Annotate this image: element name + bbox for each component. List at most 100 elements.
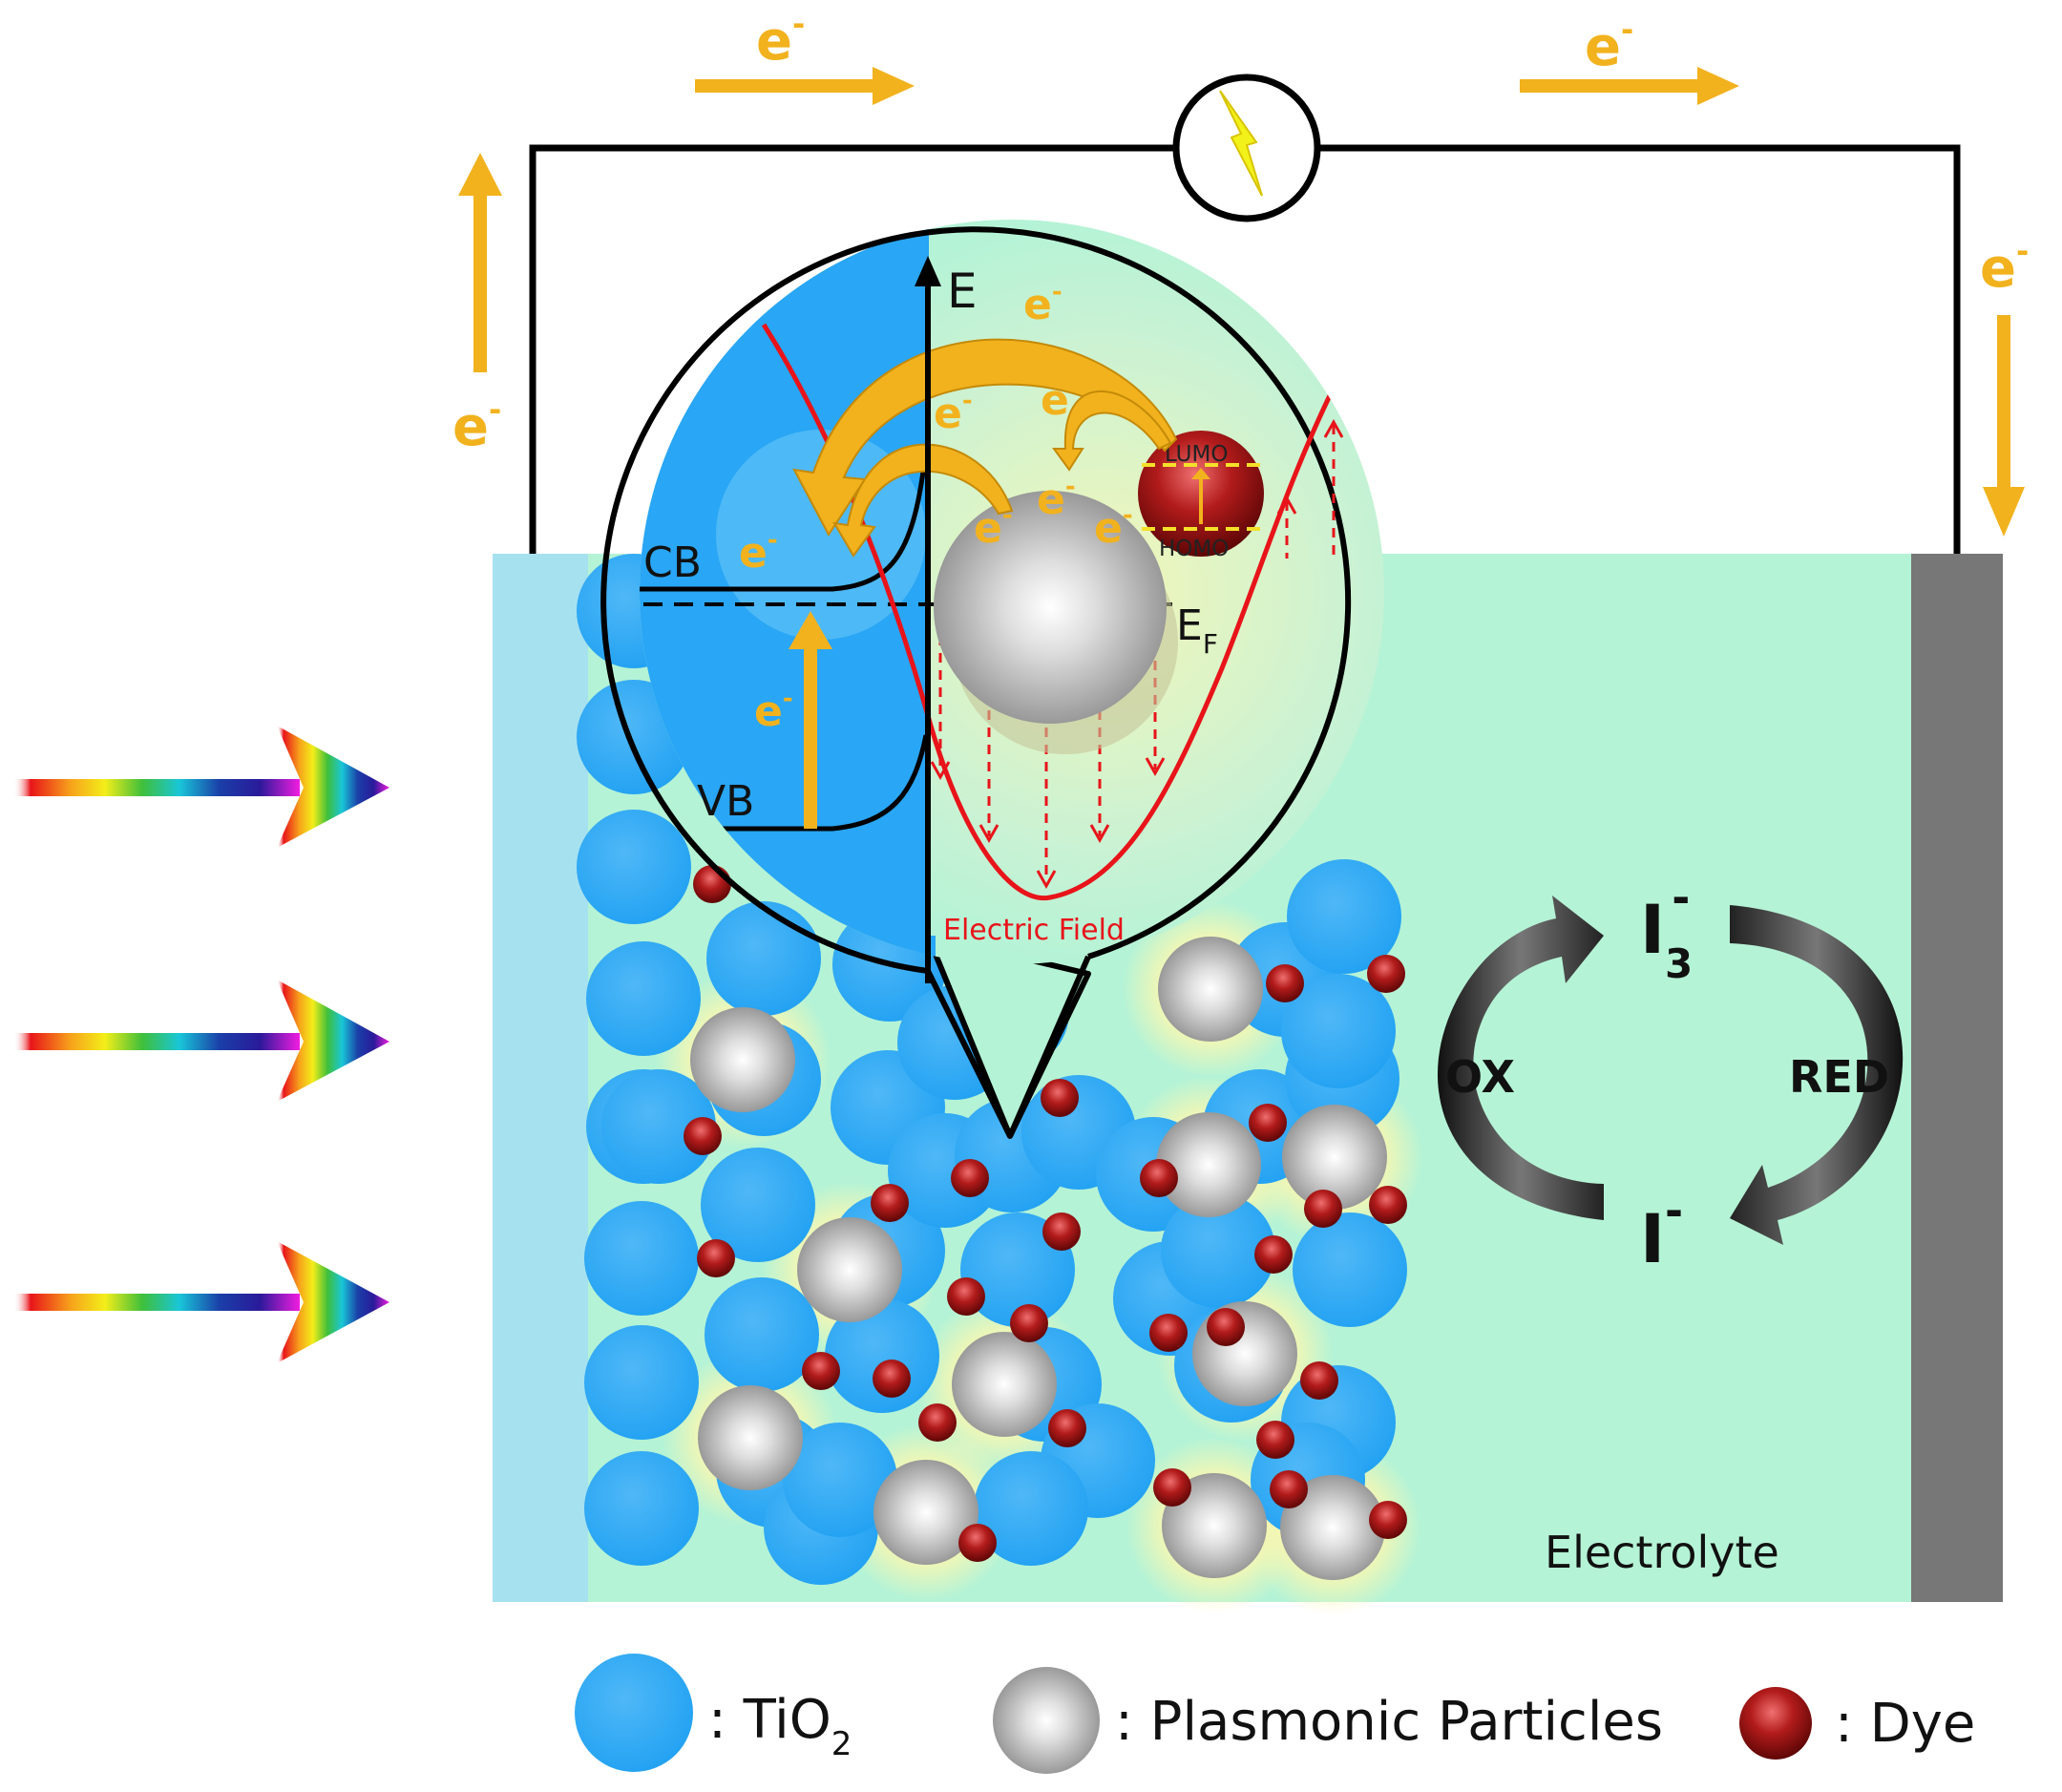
dye-molecule bbox=[947, 1277, 985, 1316]
tio2-particle bbox=[701, 1148, 815, 1262]
tio2-particle bbox=[601, 1069, 716, 1184]
dye-molecule bbox=[1266, 964, 1304, 1002]
plasmonic-particle bbox=[1282, 1105, 1387, 1210]
electron-labels-external: e- e- e- e- bbox=[452, 6, 2029, 458]
incident-light-arrows bbox=[13, 726, 389, 1363]
light-arrow bbox=[13, 980, 389, 1102]
dye-molecule bbox=[1256, 1421, 1294, 1459]
field-arrowheads bbox=[930, 418, 1344, 890]
dye-molecule bbox=[918, 1403, 957, 1442]
mesoporous-layer bbox=[577, 554, 1422, 1615]
tio2-particle bbox=[825, 1298, 939, 1413]
tio2-particle bbox=[577, 810, 691, 924]
tio2-particle bbox=[705, 1277, 819, 1392]
dye-molecule bbox=[1042, 1212, 1081, 1251]
iodide-label: I- bbox=[1640, 1185, 1683, 1278]
tio2-particle bbox=[1293, 1212, 1407, 1327]
triiodide-label: I3- bbox=[1640, 872, 1693, 987]
dye-molecule bbox=[1207, 1308, 1245, 1346]
dye-molecule bbox=[958, 1524, 997, 1562]
homo-label: HOMO bbox=[1159, 537, 1229, 561]
svg-text:e-: e- bbox=[1041, 373, 1080, 425]
ox-label: OX bbox=[1445, 1051, 1515, 1103]
dye-molecule bbox=[1367, 955, 1405, 993]
svg-text:e-: e- bbox=[1037, 473, 1076, 524]
bubble-plasmonic-particle bbox=[934, 491, 1167, 724]
electron-arrows-external bbox=[458, 67, 2025, 537]
electron-transfer-arrows bbox=[789, 338, 1178, 829]
dye-molecule bbox=[873, 1360, 911, 1398]
counter-electrode bbox=[1911, 554, 2003, 1602]
svg-text:e-: e- bbox=[974, 501, 1013, 553]
svg-text:e-: e- bbox=[756, 6, 805, 73]
dye-molecule bbox=[1249, 1104, 1287, 1142]
tio2-particle bbox=[1281, 974, 1396, 1088]
plasmonic-particle bbox=[1162, 1473, 1267, 1578]
svg-text:e-: e- bbox=[1094, 501, 1133, 553]
dye-molecule bbox=[1254, 1235, 1293, 1274]
dye-molecule bbox=[1153, 1468, 1191, 1507]
red-label: RED bbox=[1789, 1051, 1889, 1103]
electric-field-label: Electric Field bbox=[943, 914, 1125, 947]
external-circuit-wire bbox=[529, 144, 1961, 554]
light-arrow bbox=[13, 726, 389, 848]
dye-molecule bbox=[1010, 1304, 1048, 1342]
vb-label: VB bbox=[697, 777, 754, 826]
dye-molecule bbox=[1369, 1186, 1407, 1224]
dye-molecule bbox=[802, 1352, 840, 1390]
svg-text:e-: e- bbox=[1023, 278, 1063, 329]
legend-tio2-label: : TiO2 bbox=[708, 1689, 852, 1763]
conduction-band-edge bbox=[640, 448, 929, 592]
vb-to-cb-arrow bbox=[789, 611, 832, 829]
dye-molecule bbox=[1369, 1501, 1407, 1539]
legend-dye-label: : Dye bbox=[1835, 1693, 1975, 1755]
dye-molecule bbox=[693, 865, 731, 903]
tio2-particle bbox=[1161, 1193, 1275, 1308]
plasmonic-particle bbox=[690, 1007, 795, 1112]
energy-axis-label: E bbox=[947, 264, 978, 319]
oxidation-arrow bbox=[1437, 896, 1604, 1220]
svg-text:e-: e- bbox=[739, 526, 778, 578]
dye-molecule bbox=[1304, 1190, 1342, 1228]
plasmonic-particle bbox=[797, 1217, 902, 1322]
tio2-particle bbox=[1287, 859, 1401, 974]
lightning-icon bbox=[1219, 90, 1263, 197]
plasmonic-particle bbox=[1192, 1301, 1297, 1406]
svg-text:e-: e- bbox=[452, 391, 501, 458]
tio2-particle bbox=[706, 901, 821, 1016]
svg-text:e-: e- bbox=[934, 387, 973, 438]
svg-text:e-: e- bbox=[1585, 11, 1633, 78]
plasmonic-particle bbox=[698, 1385, 803, 1490]
plasmonic-particle bbox=[1280, 1475, 1385, 1580]
tio2-particle bbox=[974, 1451, 1088, 1566]
dye-molecule bbox=[1149, 1314, 1188, 1352]
dye-molecule bbox=[1048, 1409, 1086, 1447]
plasmonic-particle bbox=[1158, 937, 1263, 1042]
dye-molecule bbox=[871, 1184, 909, 1222]
dye-molecule bbox=[951, 1159, 989, 1197]
bubble-electron-labels: e- e- e- e- e- e- e- e- bbox=[739, 278, 1133, 736]
plasmonic-particle bbox=[1156, 1112, 1261, 1217]
fermi-level-label: EF bbox=[1176, 601, 1218, 660]
reduction-arrow bbox=[1730, 905, 1904, 1245]
dye-molecule bbox=[1300, 1361, 1338, 1400]
plasmonic-particle bbox=[952, 1332, 1057, 1437]
dye-molecule bbox=[1041, 1079, 1079, 1117]
valence-band-edge bbox=[708, 734, 929, 832]
lumo-label: LUMO bbox=[1165, 442, 1228, 467]
fto-glass bbox=[493, 554, 588, 1602]
tio2-particle bbox=[584, 1325, 699, 1440]
plasmonic-particle bbox=[873, 1460, 978, 1565]
svg-text:e-: e- bbox=[1980, 233, 2029, 300]
redox-cycle: I3- I- OX RED bbox=[1437, 872, 1904, 1278]
electrolyte-label: Electrolyte bbox=[1545, 1527, 1779, 1578]
energy-axis-arrowhead bbox=[915, 256, 941, 286]
light-arrow bbox=[13, 1241, 389, 1363]
legend-dye-swatch bbox=[1739, 1687, 1812, 1760]
legend-plasmonic-label: : Plasmonic Particles bbox=[1115, 1691, 1663, 1753]
tio2-particle bbox=[783, 1423, 897, 1537]
cb-label: CB bbox=[643, 538, 702, 587]
dye-molecule bbox=[1270, 1470, 1308, 1508]
load-bulb bbox=[1172, 74, 1321, 222]
